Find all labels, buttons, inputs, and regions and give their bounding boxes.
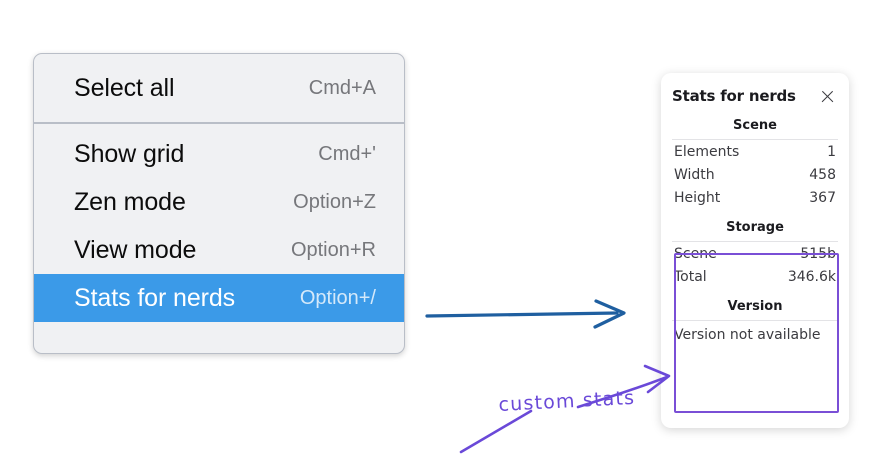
purple-underline-stroke — [459, 409, 533, 454]
menu-separator — [34, 122, 404, 124]
close-icon[interactable] — [819, 88, 836, 105]
section-divider — [672, 241, 838, 242]
menu-item-label: View mode — [74, 235, 197, 264]
menu-item-label: Select all — [74, 73, 175, 102]
version-note: Version not available — [674, 327, 821, 343]
menu-item-select-all[interactable]: Select all Cmd+A — [34, 64, 404, 112]
stat-row-scene-size: Scene 515b — [672, 242, 838, 265]
context-menu[interactable]: Select all Cmd+A Show grid Cmd+' Zen mod… — [33, 53, 405, 354]
menu-item-shortcut: Option+/ — [299, 286, 376, 309]
menu-item-label: Stats for nerds — [74, 283, 236, 312]
stat-row-width: Width 458 — [672, 163, 838, 186]
stat-value: 367 — [809, 190, 836, 206]
stats-panel-header: Stats for nerds — [672, 73, 838, 107]
scene-section-heading: Scene — [733, 118, 777, 133]
menu-item-label: Show grid — [74, 139, 185, 168]
stat-label: Scene — [674, 246, 717, 262]
stat-value: 515b — [800, 246, 836, 262]
menu-item-shortcut: Cmd+A — [308, 76, 376, 99]
custom-stats-annotation-label: custom stats — [498, 386, 636, 416]
stat-label: Width — [674, 167, 715, 183]
stats-for-nerds-panel: Stats for nerds Scene Elements 1 Width 4… — [661, 73, 849, 428]
menu-item-view-mode[interactable]: View mode Option+R — [34, 226, 404, 274]
menu-item-label: Zen mode — [74, 187, 186, 216]
menu-item-shortcut: Option+Z — [293, 190, 376, 213]
stat-row-total-size: Total 346.6k — [672, 265, 838, 288]
menu-item-show-grid[interactable]: Show grid Cmd+' — [34, 130, 404, 178]
menu-item-shortcut: Cmd+' — [318, 142, 376, 165]
stat-value: 346.6k — [787, 269, 836, 285]
blue-arrow — [425, 299, 626, 329]
stat-row-height: Height 367 — [672, 186, 838, 209]
menu-group-2: Show grid Cmd+' Zen mode Option+Z View m… — [34, 124, 404, 328]
menu-item-zen-mode[interactable]: Zen mode Option+Z — [34, 178, 404, 226]
stat-label: Total — [674, 269, 707, 285]
section-divider — [672, 320, 838, 321]
section-divider — [672, 139, 838, 140]
stat-value: 1 — [827, 144, 836, 160]
version-section-heading: Version — [727, 299, 783, 314]
stat-label: Height — [674, 190, 721, 206]
menu-item-stats-for-nerds[interactable]: Stats for nerds Option+/ — [34, 274, 404, 322]
menu-group-1: Select all Cmd+A — [34, 54, 404, 122]
stat-row-elements: Elements 1 — [672, 140, 838, 163]
stats-panel-title: Stats for nerds — [672, 87, 796, 105]
stat-label: Elements — [674, 144, 740, 160]
stat-value: 458 — [809, 167, 836, 183]
storage-section-heading: Storage — [726, 220, 784, 235]
menu-item-shortcut: Option+R — [290, 238, 376, 261]
